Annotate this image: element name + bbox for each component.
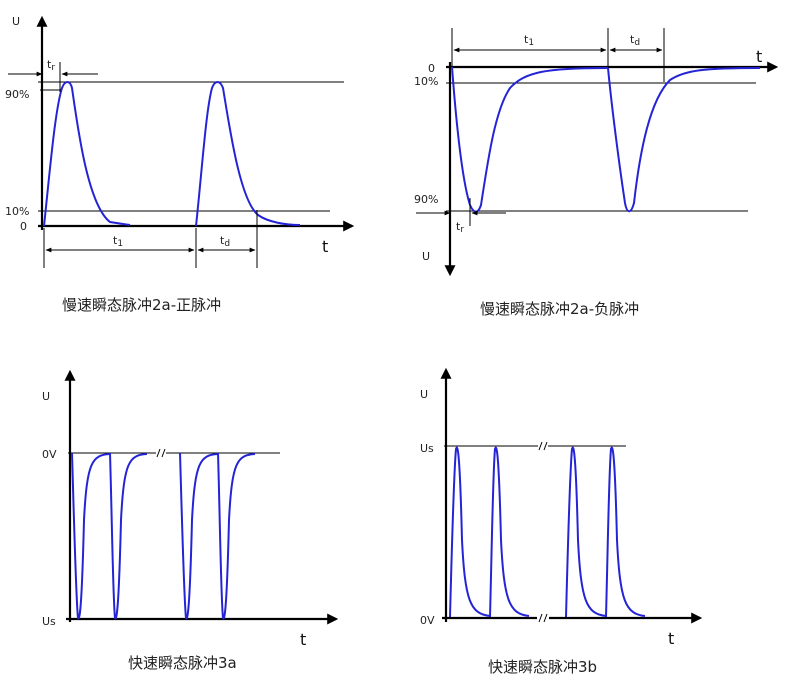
ten-percent-label: 10% (5, 205, 29, 218)
u-axis-label: U (42, 390, 50, 403)
ninety-percent-label: 90% (5, 88, 29, 101)
u-axis-label: U (420, 388, 428, 401)
caption-fast-3b: 快速瞬态脉冲3b (488, 658, 597, 676)
tr-label: tr (456, 220, 464, 235)
td-label: td (630, 33, 640, 48)
fast-pulse-1 (449, 446, 491, 618)
pulse-waveform-1 (451, 66, 609, 213)
bottom-break-gap (537, 614, 549, 622)
us-label: Us (420, 442, 434, 455)
fast-pulse-2 (109, 452, 148, 620)
fast-pulse-3 (565, 446, 607, 618)
pulse-waveform-2 (607, 67, 761, 213)
fast-pulse-3 (179, 452, 219, 620)
td-label: td (220, 234, 230, 249)
pulse-waveform-2 (195, 81, 301, 227)
axis-break-mark (156, 448, 166, 458)
panel-slow-positive-pulse: U t 90% 10% 0 tr t1 td 慢速瞬态脉冲2a-正脉冲 (5, 15, 355, 314)
fast-pulse-4 (605, 446, 646, 618)
pulse-waveform-1 (43, 81, 131, 227)
fast-pulse-1 (71, 452, 111, 620)
panel-fast-pulse-3b: U Us 0V t 快速瞬态脉冲3b (420, 367, 703, 676)
t-axis-label: t (756, 47, 762, 66)
t-axis-label: t (668, 629, 674, 648)
u-axis-label: U (12, 15, 20, 28)
u-axis-label: U (422, 250, 430, 263)
panel-slow-negative-pulse: 0 10% 90% U t t1 td tr 慢速瞬态脉冲2a-负脉冲 (414, 28, 779, 318)
t-axis-label: t (300, 630, 306, 649)
zero-volt-label: 0V (420, 614, 435, 627)
zero-label: 0 (20, 220, 27, 233)
panel-fast-pulse-3a: U 0V Us t 快速瞬态脉冲3a (42, 369, 339, 672)
us-label: Us (42, 615, 56, 628)
t1-label: t1 (113, 234, 123, 249)
caption-fast-3a: 快速瞬态脉冲3a (128, 654, 237, 672)
ninety-percent-label: 90% (414, 193, 438, 206)
zero-label: 0 (428, 62, 435, 75)
caption-slow-negative: 慢速瞬态脉冲2a-负脉冲 (480, 300, 639, 318)
ten-percent-label: 10% (414, 75, 438, 88)
zero-volt-label: 0V (42, 448, 57, 461)
bottom-axis-break-mark (538, 613, 548, 623)
fast-pulse-4 (217, 452, 256, 620)
tr-label: tr (47, 58, 55, 73)
t-axis-label: t (322, 237, 328, 256)
top-axis-break-mark (538, 441, 548, 451)
t1-label: t1 (524, 33, 534, 48)
caption-slow-positive: 慢速瞬态脉冲2a-正脉冲 (62, 296, 221, 314)
fast-pulse-2 (489, 446, 530, 618)
